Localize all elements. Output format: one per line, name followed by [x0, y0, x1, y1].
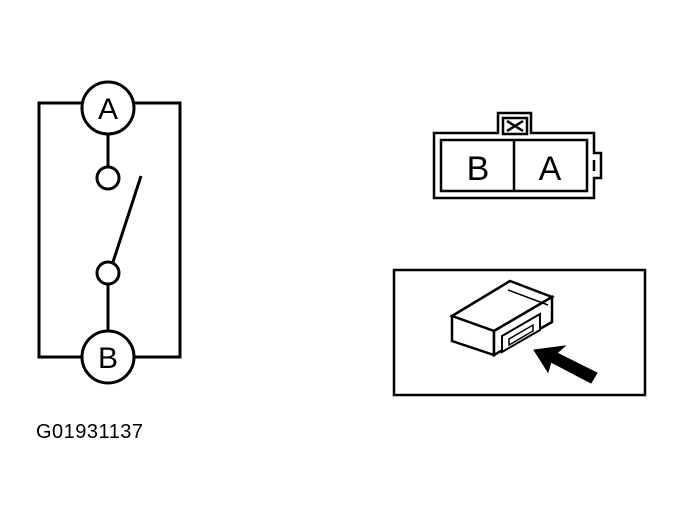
- terminal-bottom-label: B: [98, 342, 118, 375]
- terminal-top: [80, 80, 136, 136]
- cavity-left-label: B: [467, 150, 490, 188]
- latch-tab: [501, 116, 529, 136]
- switch-blade: [111, 175, 143, 263]
- module-connector-slot: [508, 323, 534, 347]
- contact-top: [95, 165, 121, 191]
- figure-id: G01931137: [36, 421, 144, 443]
- arrow-shape: [533, 345, 598, 384]
- connector-housing: [432, 111, 603, 200]
- latch-x-2: [506, 119, 524, 133]
- switch-schematic: [37, 80, 182, 385]
- locator-inset: [392, 268, 647, 397]
- terminal-bottom: [80, 329, 136, 385]
- inset-frame: [392, 268, 647, 397]
- connector-face: [432, 111, 603, 200]
- module-connector: [501, 312, 541, 354]
- terminal-top-label: A: [98, 93, 118, 126]
- contact-bottom: [95, 260, 121, 286]
- cavity-right-label: A: [539, 150, 562, 188]
- arrow-icon: [533, 345, 598, 384]
- module-edge-detail: [507, 289, 549, 306]
